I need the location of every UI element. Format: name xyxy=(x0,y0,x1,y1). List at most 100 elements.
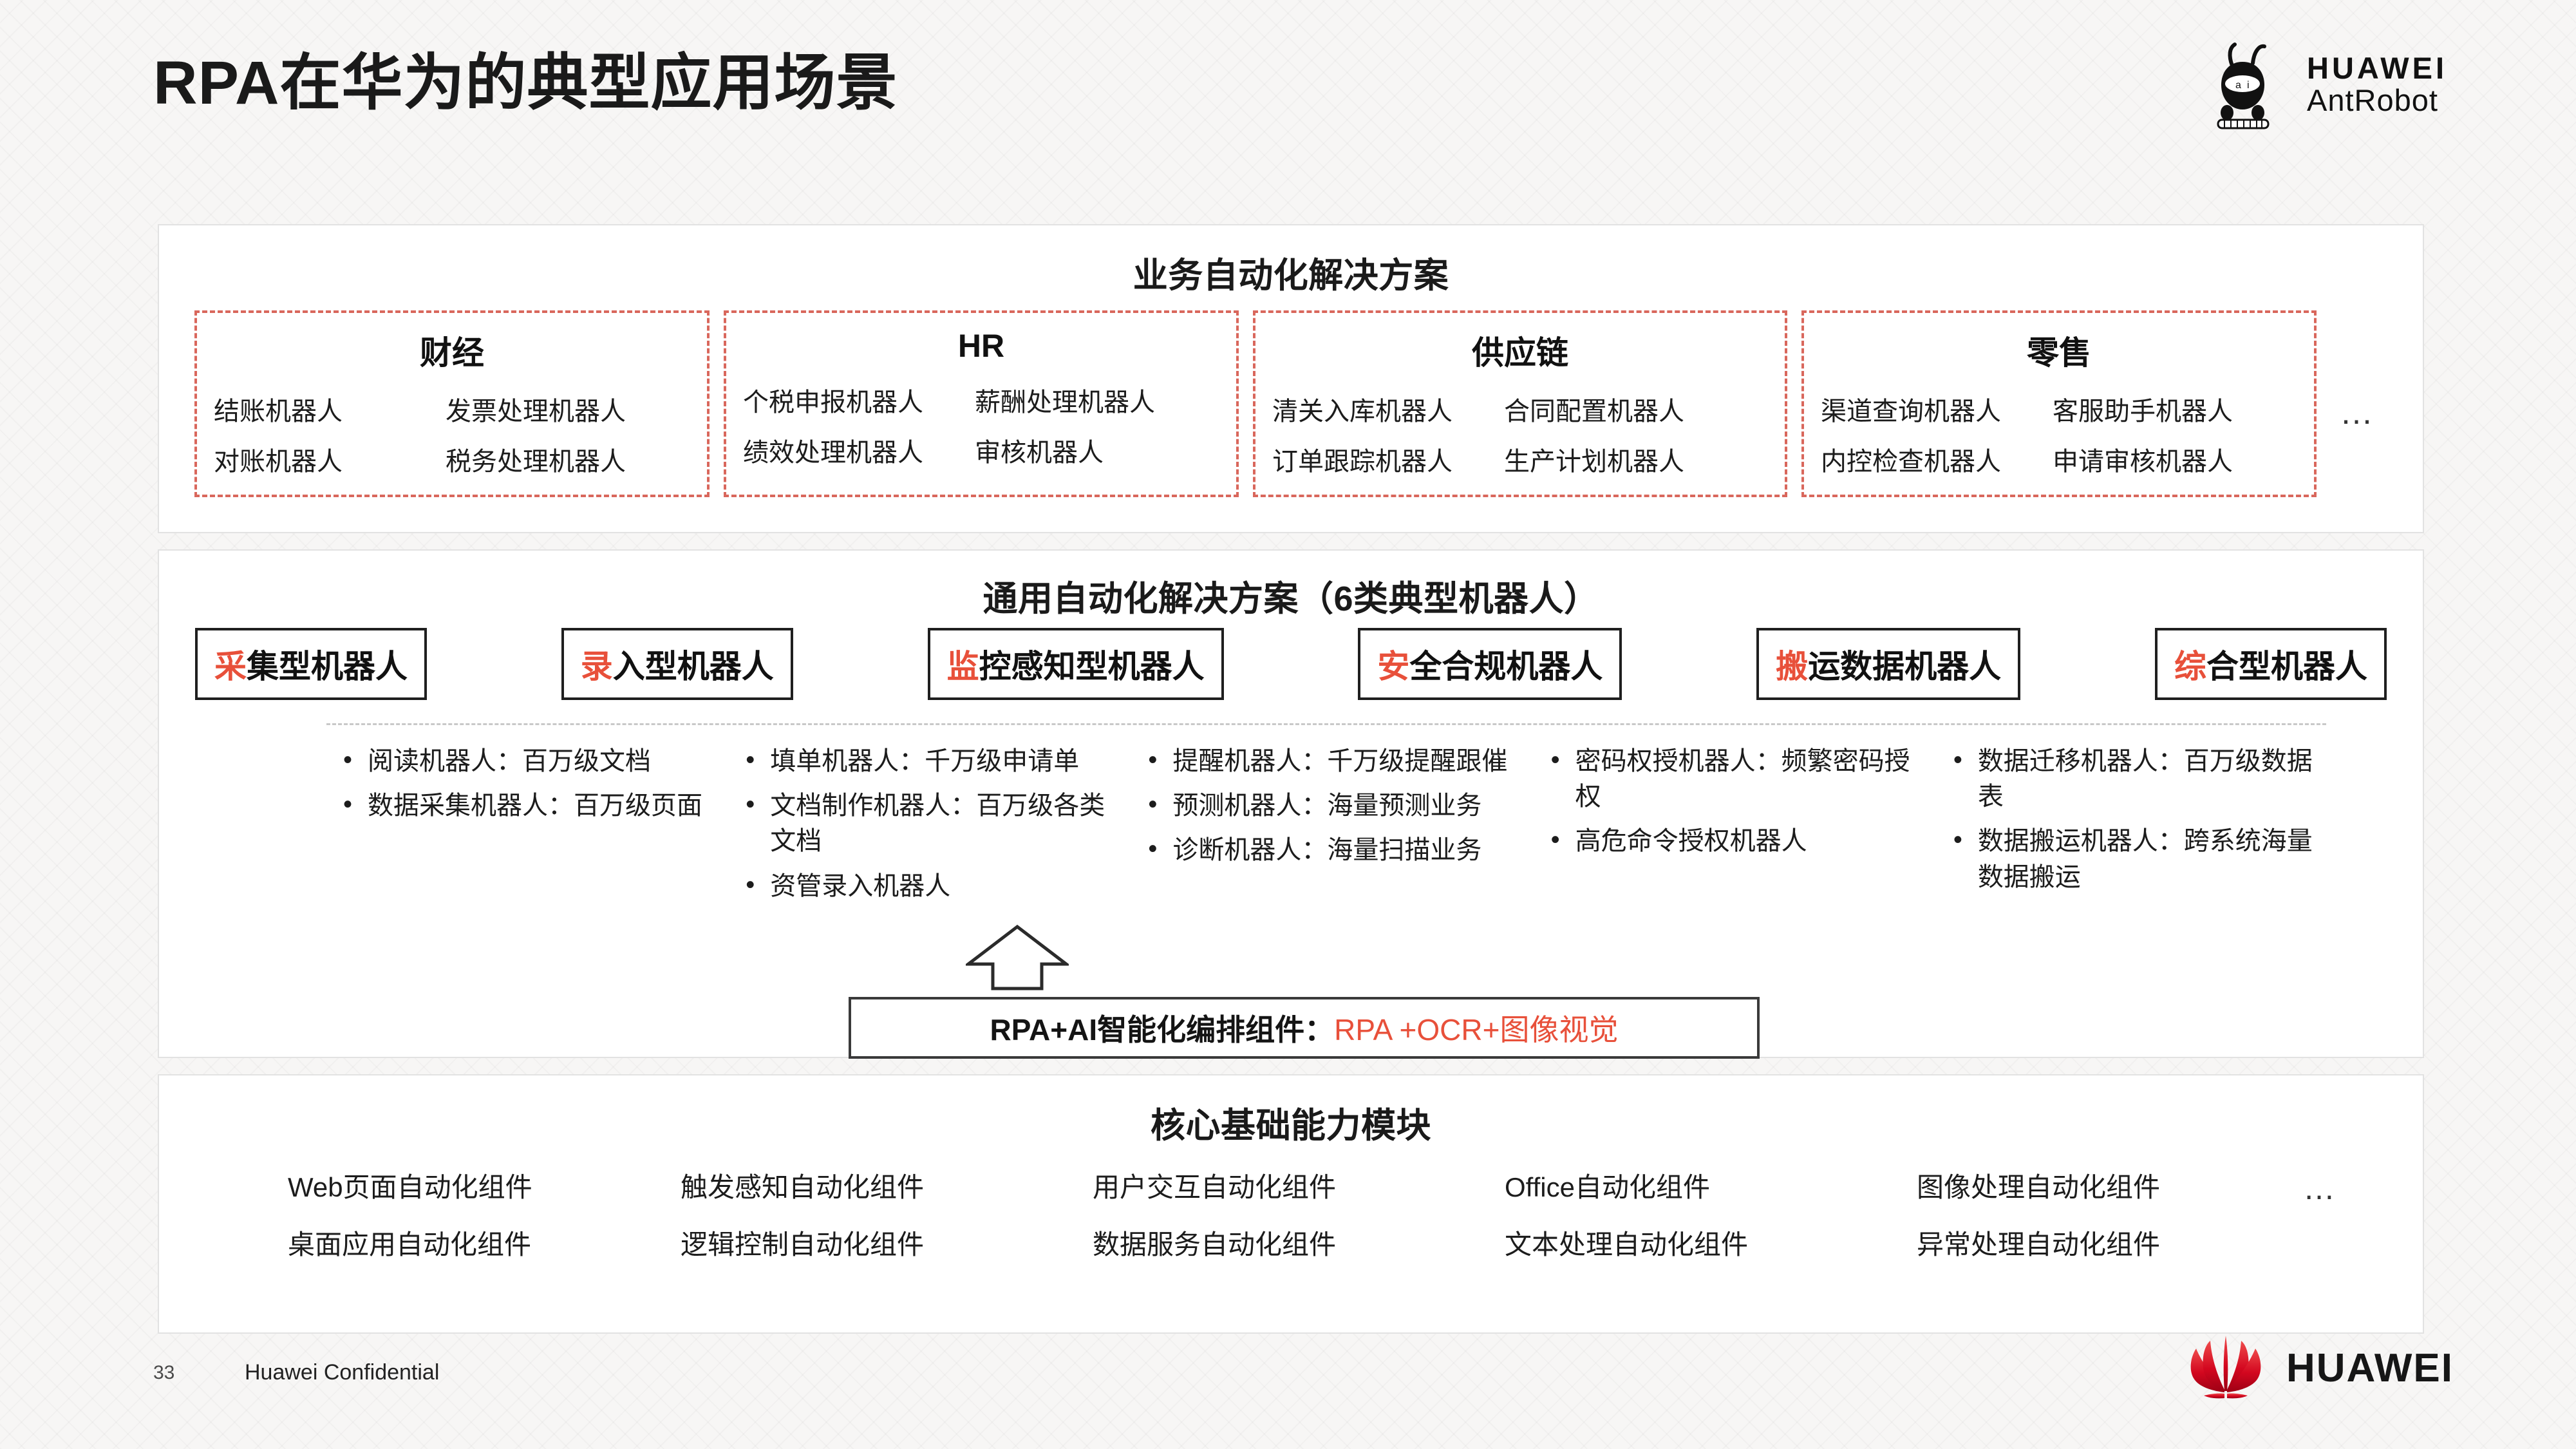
business-panel-title: 业务自动化解决方案 xyxy=(1133,256,1449,295)
bot-label: 内控检查机器人 xyxy=(1821,448,2001,476)
antrobot-brand-lockup: a i HUAWEI AntRobot xyxy=(2213,37,2447,131)
up-arrow-icon xyxy=(966,924,1069,990)
bot-line: 个税申报机器人 薪酬处理机器人 xyxy=(743,381,1219,419)
bot-label: 绩效处理机器人 xyxy=(743,439,923,467)
core-column-1: Web页面自动化组件 桌面应用自动化组件 xyxy=(256,1166,681,1262)
page-title: RPA在华为的典型应用场景 xyxy=(153,49,898,117)
list-item: 密码权授机器人：频繁密码授权 xyxy=(1547,743,1933,815)
core-module-label: 文本处理自动化组件 xyxy=(1505,1229,1749,1260)
robot-type-entry[interactable]: 录入型机器人 xyxy=(561,628,793,700)
bot-label: 发票处理机器人 xyxy=(446,397,626,426)
generic-panel-title: 通用自动化解决方案（6类典型机器人） xyxy=(982,580,1599,618)
bot-label: 清关入库机器人 xyxy=(1272,397,1453,426)
rpa-ai-orchestration-bar[interactable]: RPA+AI智能化编排组件： RPA +OCR+图像视觉 xyxy=(849,997,1760,1059)
list-item: 提醒机器人：千万级提醒跟催 xyxy=(1144,743,1530,779)
section-divider xyxy=(326,723,2326,725)
core-module-label: 图像处理自动化组件 xyxy=(1917,1172,2161,1202)
domain-name: HR xyxy=(957,328,1005,364)
list-item: 数据采集机器人：百万级页面 xyxy=(339,787,725,824)
bot-label: 薪酬处理机器人 xyxy=(975,388,1155,417)
bullet-column-3: 提醒机器人：千万级提醒跟催 预测机器人：海量预测业务 诊断机器人：海量扫描业务 xyxy=(1144,743,1547,913)
core-column-3: 用户交互自动化组件 数据服务自动化组件 xyxy=(1093,1166,1505,1262)
core-column-4: Office自动化组件 文本处理自动化组件 xyxy=(1505,1166,1917,1262)
list-item: 诊断机器人：海量扫描业务 xyxy=(1144,831,1530,868)
bot-grid: 结账机器人 发票处理机器人 对账机器人 税务处理机器人 xyxy=(214,390,690,478)
core-column-5: 图像处理自动化组件 异常处理自动化组件 xyxy=(1917,1166,2303,1262)
svg-text:i: i xyxy=(2247,80,2250,91)
huawei-footer-brand: HUAWEI xyxy=(2185,1334,2454,1401)
bot-label: 渠道查询机器人 xyxy=(1821,397,2001,426)
list-item: 高危命令授权机器人 xyxy=(1547,822,1933,859)
robot-type-transfer[interactable]: 搬运数据机器人 xyxy=(1756,628,2021,700)
core-module-label: 桌面应用自动化组件 xyxy=(288,1229,532,1260)
bot-line: 绩效处理机器人 审核机器人 xyxy=(743,431,1219,469)
list-item: 文档制作机器人：百万级各类文档 xyxy=(742,787,1127,859)
page-number: 33 xyxy=(153,1362,175,1383)
core-module-label: 逻辑控制自动化组件 xyxy=(681,1229,925,1260)
business-automation-panel: 业务自动化解决方案 财经 结账机器人 发票处理机器人 对账机器人 税务处理机器人… xyxy=(158,224,2424,533)
bot-line: 清关入库机器人 合同配置机器人 xyxy=(1272,390,1768,428)
core-module-label: 数据服务自动化组件 xyxy=(1093,1229,1337,1260)
bullet-column-4: 密码权授机器人：频繁密码授权 高危命令授权机器人 xyxy=(1547,743,1950,913)
bot-label: 审核机器人 xyxy=(975,439,1104,467)
robot-type-collect[interactable]: 采集型机器人 xyxy=(195,628,427,700)
list-item: 数据迁移机器人：百万级数据表 xyxy=(1950,743,2335,815)
confidentiality-label: Huawei Confidential xyxy=(245,1360,440,1385)
bot-grid: 个税申报机器人 薪酬处理机器人 绩效处理机器人 审核机器人 xyxy=(743,381,1219,469)
orchestration-label: RPA+AI智能化编排组件： xyxy=(990,1013,1335,1046)
domain-name: 供应链 xyxy=(1472,335,1568,371)
svg-text:a: a xyxy=(2235,80,2241,91)
bullet-column-5: 数据迁移机器人：百万级数据表 数据搬运机器人：跨系统海量数据搬运 xyxy=(1950,743,2352,913)
bot-label: 对账机器人 xyxy=(214,448,343,476)
robot-type-composite[interactable]: 综合型机器人 xyxy=(2154,628,2387,700)
domain-name: 零售 xyxy=(2027,335,2091,371)
orchestration-value: RPA +OCR+图像视觉 xyxy=(1334,1013,1619,1046)
bullet-column-2: 填单机器人：千万级申请单 文档制作机器人：百万级各类文档 资管录入机器人 xyxy=(742,743,1144,913)
robot-type-rest: 全合规机器人 xyxy=(1409,649,1603,685)
bot-line: 内控检查机器人 申请审核机器人 xyxy=(1821,440,2297,478)
domain-card-retail[interactable]: 零售 渠道查询机器人 客服助手机器人 内控检查机器人 申请审核机器人 xyxy=(1801,310,2317,497)
domain-name: 财经 xyxy=(420,335,484,371)
core-more-ellipsis: … xyxy=(2303,1170,2338,1206)
domain-card-supply-chain[interactable]: 供应链 清关入库机器人 合同配置机器人 订单跟踪机器人 生产计划机器人 xyxy=(1253,310,1787,497)
robot-type-rest: 入型机器人 xyxy=(612,649,774,685)
robot-type-highlight: 监 xyxy=(946,649,979,685)
core-module-label: 触发感知自动化组件 xyxy=(681,1172,925,1202)
robot-type-highlight: 录 xyxy=(580,649,613,685)
bullet-column-row: 阅读机器人：百万级文档 数据采集机器人：百万级页面 填单机器人：千万级申请单 文… xyxy=(339,743,2352,913)
robot-type-rest: 运数据机器人 xyxy=(1808,649,2002,685)
core-capability-panel: 核心基础能力模块 Web页面自动化组件 桌面应用自动化组件 触发感知自动化组件 … xyxy=(158,1074,2424,1334)
list-item: 数据搬运机器人：跨系统海量数据搬运 xyxy=(1950,822,2335,895)
core-module-label: 异常处理自动化组件 xyxy=(1917,1229,2161,1260)
robot-type-rest: 集型机器人 xyxy=(247,649,408,685)
domain-card-hr[interactable]: HR 个税申报机器人 薪酬处理机器人 绩效处理机器人 审核机器人 xyxy=(724,310,1239,497)
business-more-ellipsis: … xyxy=(2340,394,2376,431)
huawei-wordmark: HUAWEI xyxy=(2286,1345,2454,1390)
robot-type-security[interactable]: 安全合规机器人 xyxy=(1358,628,1622,700)
robot-type-row: 采集型机器人 录入型机器人 监控感知型机器人 安全合规机器人 搬运数据机器人 综… xyxy=(195,628,2387,700)
ant-robot-logo-icon: a i xyxy=(2217,43,2270,129)
core-panel-title: 核心基础能力模块 xyxy=(1151,1106,1431,1145)
bullet-column-1: 阅读机器人：百万级文档 数据采集机器人：百万级页面 xyxy=(339,743,742,913)
list-item: 资管录入机器人 xyxy=(742,867,1127,904)
brand-antrobot-text: AntRobot xyxy=(2307,82,2438,117)
robot-type-rest: 控感知型机器人 xyxy=(979,649,1205,685)
core-module-label: Web页面自动化组件 xyxy=(288,1172,532,1202)
core-module-label: Office自动化组件 xyxy=(1505,1172,1710,1202)
core-column-2: 触发感知自动化组件 逻辑控制自动化组件 xyxy=(681,1166,1093,1262)
bot-line: 对账机器人 税务处理机器人 xyxy=(214,440,690,478)
robot-type-monitor[interactable]: 监控感知型机器人 xyxy=(927,628,1224,700)
bot-grid: 渠道查询机器人 客服助手机器人 内控检查机器人 申请审核机器人 xyxy=(1821,390,2297,478)
list-item: 阅读机器人：百万级文档 xyxy=(339,743,725,779)
bot-label: 申请审核机器人 xyxy=(2053,448,2233,476)
robot-type-highlight: 安 xyxy=(1377,649,1410,685)
domain-card-finance[interactable]: 财经 结账机器人 发票处理机器人 对账机器人 税务处理机器人 xyxy=(194,310,710,497)
bot-line: 结账机器人 发票处理机器人 xyxy=(214,390,690,428)
robot-type-rest: 合型机器人 xyxy=(2206,649,2367,685)
robot-type-highlight: 采 xyxy=(214,649,247,685)
huawei-flower-icon xyxy=(2190,1336,2261,1399)
bot-label: 合同配置机器人 xyxy=(1504,397,1684,426)
robot-type-highlight: 综 xyxy=(2174,649,2206,685)
bot-grid: 清关入库机器人 合同配置机器人 订单跟踪机器人 生产计划机器人 xyxy=(1272,390,1768,478)
bot-label: 客服助手机器人 xyxy=(2053,397,2233,426)
